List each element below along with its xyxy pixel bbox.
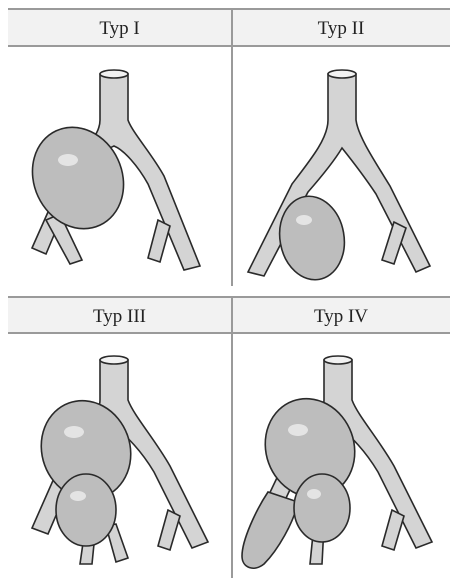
vessel-diagram-typ-2 <box>232 8 450 286</box>
aneurysm-iliac-typ-3 <box>56 474 116 546</box>
vessel-diagram-typ-4 <box>232 296 450 578</box>
panel-typ-4: Typ IV <box>232 296 450 578</box>
vessel-diagram-typ-1 <box>8 8 231 286</box>
vessel-diagram-typ-3 <box>8 296 231 578</box>
panel-typ-3: Typ III <box>8 296 231 578</box>
aneurysm-left-iliac-typ-4 <box>242 492 298 568</box>
panel-typ-1: Typ I <box>8 8 231 286</box>
aneurysm-right-iliac-typ-4 <box>294 474 350 542</box>
panel-typ-2: Typ II <box>232 8 450 286</box>
